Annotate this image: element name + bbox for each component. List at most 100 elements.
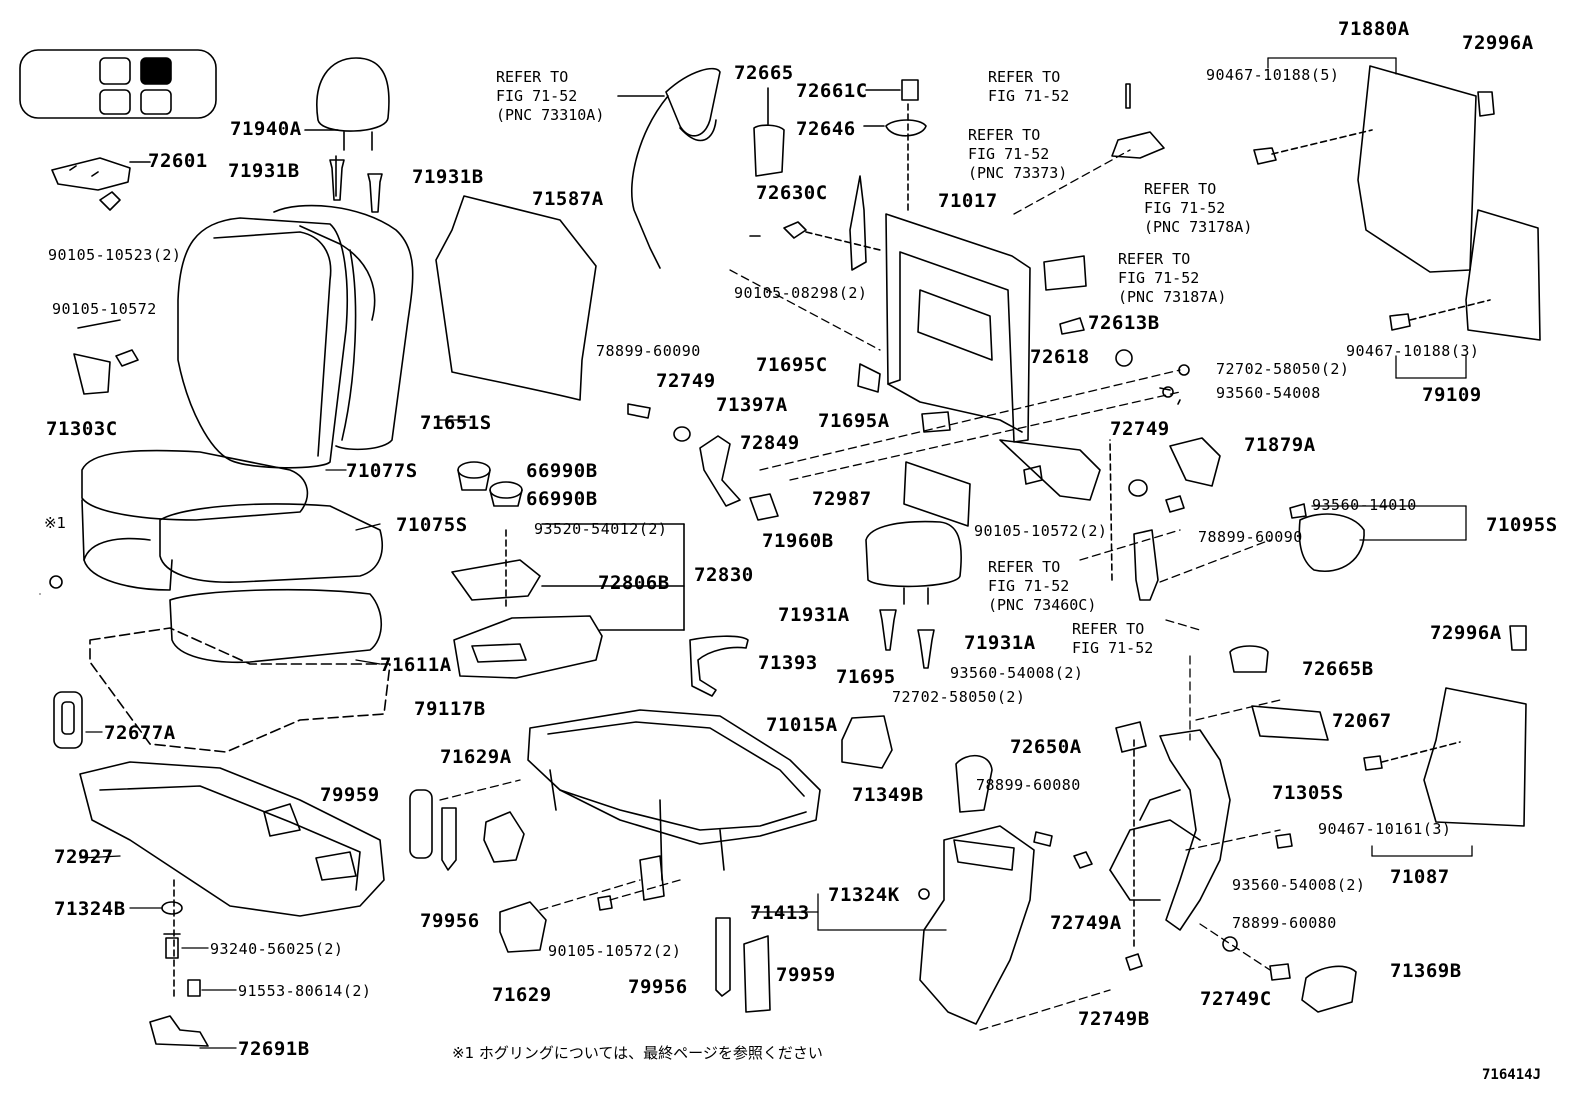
part-79117b: 79117B — [414, 698, 486, 720]
guide-71931a-a-drawing — [879, 609, 897, 651]
nut-72749b-drawing — [1125, 953, 1143, 971]
leader-lines — [79, 57, 1473, 1049]
part-71017: 71017 — [938, 190, 998, 212]
part-79959-a: 79959 — [320, 784, 380, 806]
part-71940a: 71940A — [230, 118, 302, 140]
ref-73310a: REFER TO FIG 71-52 (PNC 73310A) — [496, 68, 605, 124]
part-72749a: 72749A — [1050, 912, 1122, 934]
part-90105-10572-b: 90105-10572(2) — [974, 522, 1108, 540]
bracket-71397a-drawing — [699, 435, 741, 507]
part-71393: 71393 — [758, 652, 818, 674]
guide-71931b-a-drawing — [329, 159, 345, 201]
part-72987: 72987 — [812, 488, 872, 510]
cap-66990b-b-drawing — [489, 481, 523, 499]
bolt-72613b-drawing — [1059, 317, 1085, 335]
nut-72618-drawing — [1115, 349, 1133, 367]
cover-71095s-drawing — [1298, 513, 1365, 572]
part-93560-54008-b: 93560-54008(2) — [950, 664, 1084, 682]
bolt-91553-drawing — [187, 979, 201, 997]
clip-71324b-drawing — [161, 901, 183, 915]
nut-72749c-drawing — [1222, 936, 1238, 952]
cover-72806b-drawing — [451, 559, 541, 601]
part-71095s: 71095S — [1486, 514, 1558, 536]
part-72749c: 72749C — [1200, 988, 1272, 1010]
footnote-marker: ※1 — [44, 514, 67, 532]
bracket-71695-drawing — [841, 715, 893, 769]
part-71879a: 71879A — [1244, 434, 1316, 456]
part-72601: 72601 — [148, 150, 208, 172]
ref-fig-71-52: REFER TO FIG 71-52 — [988, 68, 1070, 105]
seatbelt-73310a-drawing — [630, 67, 721, 269]
part-71931a-left: 71931A — [778, 604, 850, 626]
part-72927: 72927 — [54, 846, 114, 868]
clip-71695c-drawing — [857, 363, 881, 393]
part-93560-14010: 93560-14010 — [1312, 496, 1417, 514]
clip-90467-10188-5-drawing — [1253, 147, 1277, 165]
part-78899-60090-b: 78899-60090 — [1198, 528, 1303, 546]
cover-72665b-drawing — [1229, 645, 1269, 673]
mat-79117b-drawing — [89, 627, 391, 753]
bolt-90105-08298-drawing — [783, 221, 807, 239]
bracket-72691b-drawing — [149, 1015, 209, 1047]
part-72749-a: 72749 — [656, 370, 716, 392]
clip-72996a-a-drawing — [1477, 91, 1495, 117]
part-71611a: 71611A — [380, 654, 452, 676]
clip-72996a-b-drawing — [1509, 625, 1527, 651]
part-72996a-a: 72996A — [1462, 32, 1534, 54]
headrest-71960b-drawing — [865, 520, 962, 588]
part-71931a-right: 71931A — [964, 632, 1036, 654]
pad-71587a-drawing — [435, 195, 597, 401]
part-71324k: 71324K — [828, 884, 900, 906]
bolt-93240-drawing — [163, 933, 181, 959]
part-71931b-left: 71931B — [228, 160, 300, 182]
bolt-90105-10572b-drawing — [1023, 465, 1043, 485]
part-71324b: 71324B — [54, 898, 126, 920]
board-79109-drawing — [1465, 209, 1541, 341]
part-90467-10161: 90467-10161(3) — [1318, 820, 1452, 838]
bolt-78899-60090-b-drawing — [1165, 495, 1185, 513]
seat-position-icon — [19, 49, 217, 119]
part-71413: 71413 — [750, 902, 810, 924]
footnote-text: ※1 ホグリングについては、最終ページを参照ください — [452, 1044, 823, 1062]
part-71349b: 71349B — [852, 784, 924, 806]
ref-73187a: REFER TO FIG 71-52 (PNC 73187A) — [1118, 250, 1227, 306]
part-71015a: 71015A — [766, 714, 838, 736]
part-71075s: 71075S — [396, 514, 468, 536]
part-71695c: 71695C — [756, 354, 828, 376]
part-78899-60090-a: 78899-60090 — [596, 342, 701, 360]
part-72806b: 72806B — [598, 572, 670, 594]
part-72067: 72067 — [1332, 710, 1392, 732]
guide-71931a-b-drawing — [917, 629, 935, 669]
part-66990b-b: 66990B — [526, 488, 598, 510]
part-91553-80614: 91553-80614(2) — [238, 982, 372, 1000]
part-72702-58050-b: 72702-58050(2) — [892, 688, 1026, 706]
bushing-72661c-drawing — [901, 79, 919, 101]
figure-code: 716414J — [1482, 1067, 1542, 1083]
buckle-73460c-drawing — [1133, 529, 1159, 601]
part-72830: 72830 — [694, 564, 754, 586]
part-90105-10523: 90105-10523(2) — [48, 246, 182, 264]
part-72677a: 72677A — [104, 722, 176, 744]
frame-71015a-drawing — [527, 709, 821, 901]
seat-cushion-drawing — [81, 449, 384, 664]
part-71695a: 71695A — [818, 410, 890, 432]
part-72665: 72665 — [734, 62, 794, 84]
bracket-79956-a-drawing — [441, 807, 457, 871]
part-90467-10188-5: 90467-10188(5) — [1206, 66, 1340, 84]
bracket-71303c-drawing — [73, 353, 111, 395]
part-72630c: 72630C — [756, 182, 828, 204]
cover-71629a-drawing — [483, 811, 525, 863]
part-71077s: 71077S — [346, 460, 418, 482]
part-72613b: 72613B — [1088, 312, 1160, 334]
clip-90467-10188-3-drawing — [1389, 313, 1411, 331]
base-72830-drawing — [453, 615, 603, 679]
cover-71349b-drawing — [955, 754, 993, 813]
part-72702-58050-a: 72702-58050(2) — [1216, 360, 1350, 378]
part-71305s: 71305S — [1272, 782, 1344, 804]
part-71397a: 71397A — [716, 394, 788, 416]
cap-66990b-a-drawing — [457, 461, 491, 479]
bolt-90105-10572c-drawing — [597, 895, 613, 911]
clip-71695a-drawing — [921, 411, 951, 433]
part-72691b: 72691B — [238, 1038, 310, 1060]
